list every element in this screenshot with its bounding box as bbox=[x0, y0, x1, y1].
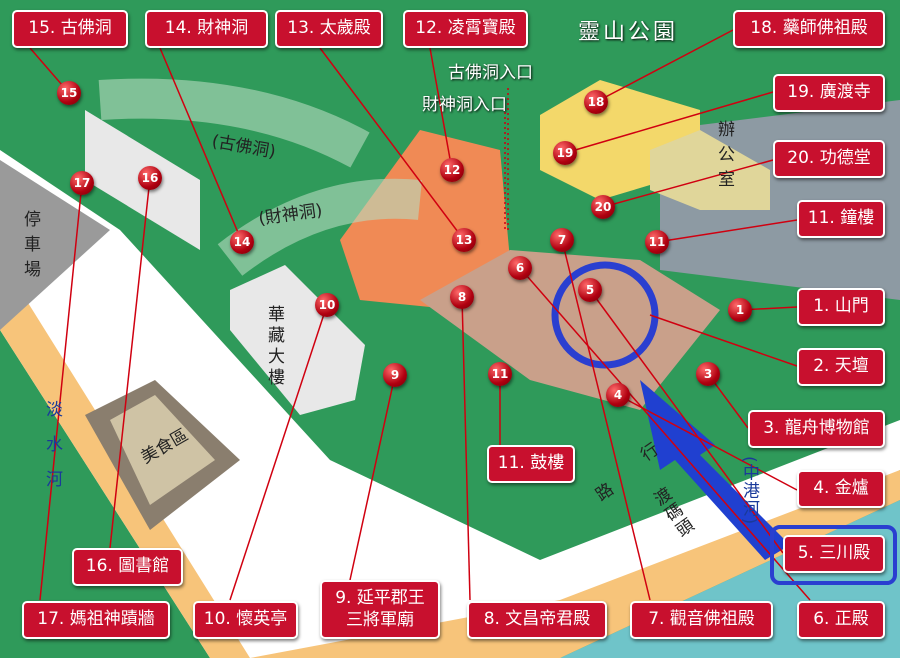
marker-9[interactable]: 9 bbox=[383, 363, 407, 387]
marker-13[interactable]: 13 bbox=[452, 228, 476, 252]
marker-3[interactable]: 3 bbox=[696, 362, 720, 386]
marker-19[interactable]: 19 bbox=[553, 141, 577, 165]
parking-area bbox=[0, 160, 110, 330]
label-4-golden-furnace[interactable]: 4. 金爐 bbox=[797, 470, 885, 508]
office-building bbox=[650, 130, 770, 210]
marker-10[interactable]: 10 bbox=[315, 293, 339, 317]
marker-1[interactable]: 1 bbox=[728, 298, 752, 322]
temple-main bbox=[340, 130, 510, 310]
label-3-dragon-boat-museum[interactable]: 3. 龍舟博物館 bbox=[748, 410, 885, 448]
marker-16[interactable]: 16 bbox=[138, 166, 162, 190]
marker-18[interactable]: 18 bbox=[584, 90, 608, 114]
river-text: 淡水河 bbox=[42, 400, 62, 505]
marker-17[interactable]: 17 bbox=[70, 171, 94, 195]
huazang-text: 華藏大樓 bbox=[264, 305, 284, 389]
leader-lines bbox=[29, 29, 811, 601]
label-16-library[interactable]: 16. 圖書館 bbox=[72, 548, 183, 586]
label-8-wenchang-hall[interactable]: 8. 文昌帝君殿 bbox=[467, 601, 607, 639]
label-10-huaiying-pavilion[interactable]: 10. 懷英亭 bbox=[193, 601, 298, 639]
park-title: 靈山公園 bbox=[578, 20, 679, 45]
road-white bbox=[0, 150, 900, 658]
label-12-lingxiao-hall[interactable]: 12. 凌霄寶殿 bbox=[403, 10, 528, 48]
river2-text: (中港河) bbox=[739, 456, 759, 526]
label-17-mazu-wall[interactable]: 17. 媽祖神蹟牆 bbox=[22, 601, 170, 639]
marker-11-drum[interactable]: 11 bbox=[488, 362, 512, 386]
gufo-tunnel-path bbox=[98, 78, 370, 168]
marker-14[interactable]: 14 bbox=[230, 230, 254, 254]
office-text: 辦公室 bbox=[714, 120, 734, 195]
marker-20[interactable]: 20 bbox=[591, 195, 615, 219]
caishen-entrance-text: 財神洞入口 bbox=[422, 95, 507, 115]
label-11-drum-tower[interactable]: 11. 鼓樓 bbox=[487, 445, 575, 483]
label-9-line2: 三將軍廟 bbox=[346, 609, 414, 630]
marker-5[interactable]: 5 bbox=[578, 278, 602, 302]
label-19-guangdu-temple[interactable]: 19. 廣渡寺 bbox=[773, 74, 885, 112]
label-9-yanping-temple[interactable]: 9. 延平郡王 三將軍廟 bbox=[320, 580, 440, 639]
marker-4[interactable]: 4 bbox=[606, 383, 630, 407]
label-9-line1: 9. 延平郡王 bbox=[335, 588, 425, 609]
label-20-gongde-hall[interactable]: 20. 功德堂 bbox=[773, 140, 885, 178]
highlight-arrow bbox=[640, 380, 790, 560]
label-6-main-hall[interactable]: 6. 正殿 bbox=[797, 601, 885, 639]
label-11-bell-tower[interactable]: 11. 鐘樓 bbox=[797, 200, 885, 238]
label-1-gate[interactable]: 1. 山門 bbox=[797, 288, 885, 326]
parking-text: 停車場 bbox=[20, 210, 40, 285]
marker-15[interactable]: 15 bbox=[57, 81, 81, 105]
huazang-building bbox=[230, 265, 365, 415]
label-7-guanyin-hall[interactable]: 7. 觀音佛祖殿 bbox=[630, 601, 773, 639]
label-14-caishen-cave[interactable]: 14. 財神洞 bbox=[145, 10, 268, 48]
marker-12[interactable]: 12 bbox=[440, 158, 464, 182]
label-13-taisui-hall[interactable]: 13. 太歲殿 bbox=[275, 10, 383, 48]
marker-11-bell[interactable]: 11 bbox=[645, 230, 669, 254]
marker-6[interactable]: 6 bbox=[508, 256, 532, 280]
label-2-altar[interactable]: 2. 天壇 bbox=[797, 348, 885, 386]
marker-8[interactable]: 8 bbox=[450, 285, 474, 309]
gufo-entrance-text: 古佛洞入口 bbox=[448, 63, 533, 83]
marker-7[interactable]: 7 bbox=[550, 228, 574, 252]
label-5-highlight bbox=[770, 525, 897, 585]
label-18-yaoshi-hall[interactable]: 18. 藥師佛祖殿 bbox=[733, 10, 885, 48]
label-5-sanchuan-hall[interactable]: 5. 三川殿 bbox=[783, 535, 885, 573]
label-15-gufo-cave[interactable]: 15. 古佛洞 bbox=[12, 10, 128, 48]
